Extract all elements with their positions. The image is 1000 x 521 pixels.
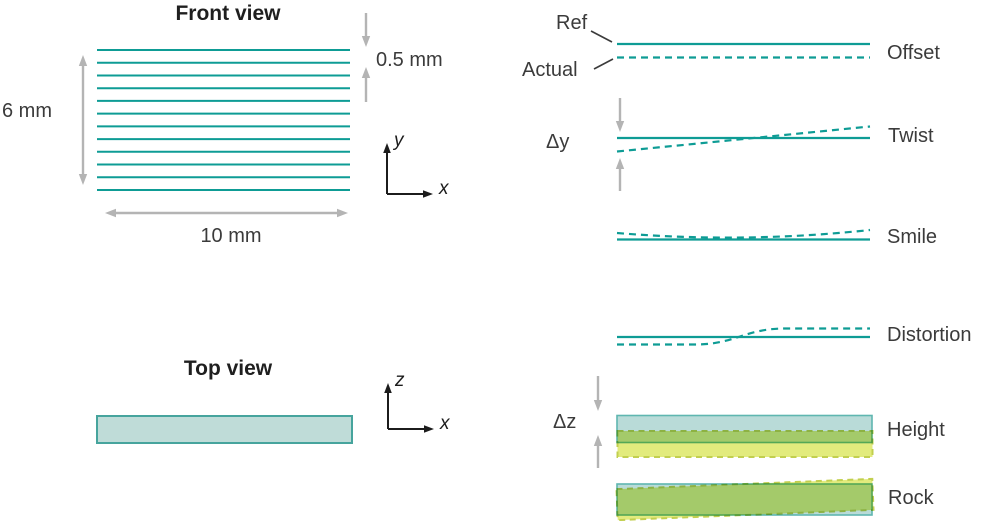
rock-label: Rock xyxy=(888,487,934,509)
height-dimension-arrow-icon xyxy=(78,55,88,185)
front-view-axes-icon xyxy=(383,143,433,198)
legend-pointer-lines xyxy=(590,30,614,70)
front-y-axis-label: y xyxy=(394,130,404,151)
height-label: Height xyxy=(887,419,945,441)
emitter-lines xyxy=(97,49,350,191)
distortion-label: Distortion xyxy=(887,324,972,346)
height-row-bars xyxy=(616,414,874,458)
height-delta-label: Δz xyxy=(553,411,577,433)
width-dimension-arrow-icon xyxy=(105,208,348,218)
top-view-bar xyxy=(96,415,353,444)
top-z-axis-label: z xyxy=(395,370,405,391)
twist-row-lines xyxy=(616,125,871,153)
offset-label: Offset xyxy=(887,42,940,64)
distortion-row-lines xyxy=(617,327,870,346)
top-view-axes-icon xyxy=(384,383,434,433)
top-view-title: Top view xyxy=(183,357,273,380)
smile-label: Smile xyxy=(887,226,938,248)
bar-height-label: 6 mm xyxy=(2,100,52,122)
smile-row-lines xyxy=(616,228,871,241)
front-x-axis-label: x xyxy=(439,178,449,199)
legend-ref-label: Ref xyxy=(556,12,588,34)
rock-row-bars xyxy=(615,477,875,521)
bar-width-label: 10 mm xyxy=(200,225,262,247)
twist-label: Twist xyxy=(888,125,934,147)
legend-actual-label: Actual xyxy=(522,59,578,81)
twist-delta-label: Δy xyxy=(546,131,570,153)
pitch-dimension-arrows-icon xyxy=(361,13,371,102)
front-view-title: Front view xyxy=(175,2,281,25)
emitter-pitch-label: 0.5 mm xyxy=(376,49,443,71)
height-delta-arrows-icon xyxy=(593,376,603,468)
twist-delta-arrows-icon xyxy=(615,98,625,191)
top-x-axis-label: x xyxy=(440,413,450,434)
offset-row-lines xyxy=(617,42,870,59)
